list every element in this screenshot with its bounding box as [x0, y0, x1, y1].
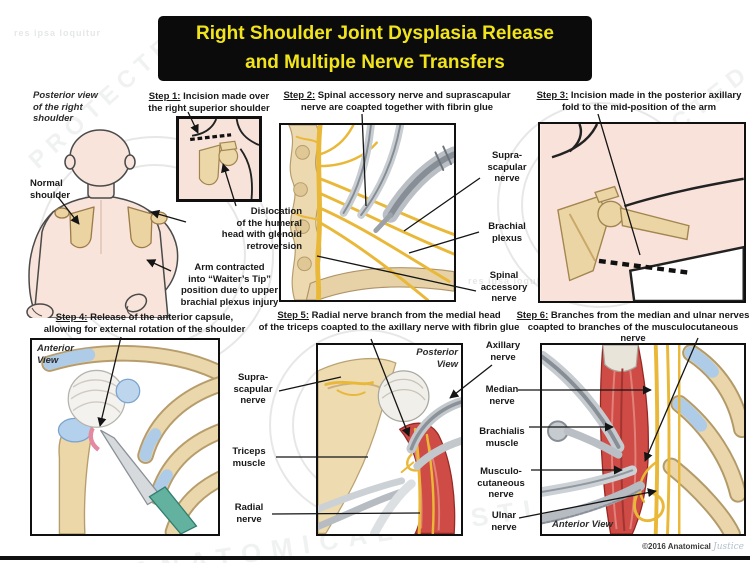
ulnar-nerve-label: Ulnar nerve: [491, 510, 517, 533]
step3-text: Incision made in the posterior axillary …: [561, 90, 742, 113]
step1-label: Step 1:: [148, 91, 181, 102]
step1-illustration: [179, 119, 259, 199]
bottom-border: [0, 556, 750, 560]
median-nerve-label: Median nerve: [485, 384, 519, 407]
arm-contracted-label: Arm contracted into “Waiter’s Tip” posit…: [180, 262, 279, 308]
dislocation-label: Dislocation of the humeral head with gle…: [221, 206, 302, 252]
step4-illustration: [32, 340, 218, 534]
step3-label: Step 3:: [536, 90, 569, 101]
step1-text: Incision made over the right superior sh…: [148, 91, 270, 114]
step3-panel: [538, 122, 746, 303]
step2-label: Step 2:: [283, 90, 316, 101]
musculocutaneous-nerve-label: Musculo- cutaneous nerve: [477, 466, 525, 501]
title-banner: Right Shoulder Joint Dysplasia Release a…: [158, 16, 592, 81]
step5-label: Step 5:: [277, 310, 310, 321]
axillary-nerve-label: Axillary nerve: [485, 340, 521, 363]
step1-inset-panel: [176, 116, 262, 202]
step5-header: Step 5: Radial nerve branch from the med…: [258, 310, 520, 333]
step3-illustration: [540, 124, 744, 301]
step4-panel: [30, 338, 220, 536]
infant-posterior-figure: [20, 126, 205, 321]
brand-script: Justice: [713, 542, 744, 552]
step6-view-label: Anterior View: [552, 519, 613, 530]
step5-view-label: Posterior View: [416, 347, 458, 370]
posterior-view-note: Posterior view of the right shoulder: [33, 90, 98, 125]
step6-label: Step 6:: [516, 310, 549, 321]
step6-header: Step 6: Branches from the median and uln…: [516, 310, 750, 345]
step2-text: Spinal accessory nerve and suprascapular…: [300, 90, 511, 113]
step6-illustration: [542, 345, 744, 534]
suprascapular-nerve-label-step2: Supra- scapular nerve: [487, 150, 527, 185]
page-title-line1: Right Shoulder Joint Dysplasia Release: [196, 23, 554, 44]
step4-text: Release of the anterior capsule, allowin…: [43, 312, 246, 335]
step5-illustration: [318, 345, 461, 534]
radial-nerve-label: Radial nerve: [234, 502, 264, 525]
step5-panel: [316, 343, 463, 536]
step4-view-label: Anterior View: [37, 343, 74, 366]
brachialis-muscle-label: Brachialis muscle: [479, 426, 525, 449]
suprascapular-nerve-label-step5: Supra- scapular nerve: [233, 372, 273, 407]
copyright-footer: ©2016 Anatomical Justice: [630, 542, 744, 552]
step4-header: Step 4: Release of the anterior capsule,…: [22, 312, 267, 335]
normal-shoulder-label: Normal shoulder: [30, 178, 71, 201]
triceps-muscle-label: Triceps muscle: [232, 446, 266, 469]
step6-panel: [540, 343, 746, 536]
step2-header: Step 2: Spinal accessory nerve and supra…: [272, 90, 522, 113]
infant-illustration: [26, 129, 179, 321]
page-title-line2: and Multiple Nerve Transfers: [245, 51, 505, 73]
brachial-plexus-label: Brachial plexus: [488, 221, 526, 244]
step4-label: Step 4:: [55, 312, 88, 323]
step3-header: Step 3: Incision made in the posterior a…: [528, 90, 750, 113]
step5-text: Radial nerve branch from the medial head…: [258, 310, 520, 333]
watermark-res-ipsa: res ipsa loquitur: [14, 28, 102, 38]
step1-header: Step 1: Incision made over the right sup…: [140, 91, 278, 114]
spinal-accessory-nerve-label: Spinal accessory nerve: [480, 270, 528, 305]
copyright-text: ©2016 Anatomical: [642, 542, 711, 551]
step6-text: Branches from the median and ulnar nerve…: [527, 310, 750, 345]
